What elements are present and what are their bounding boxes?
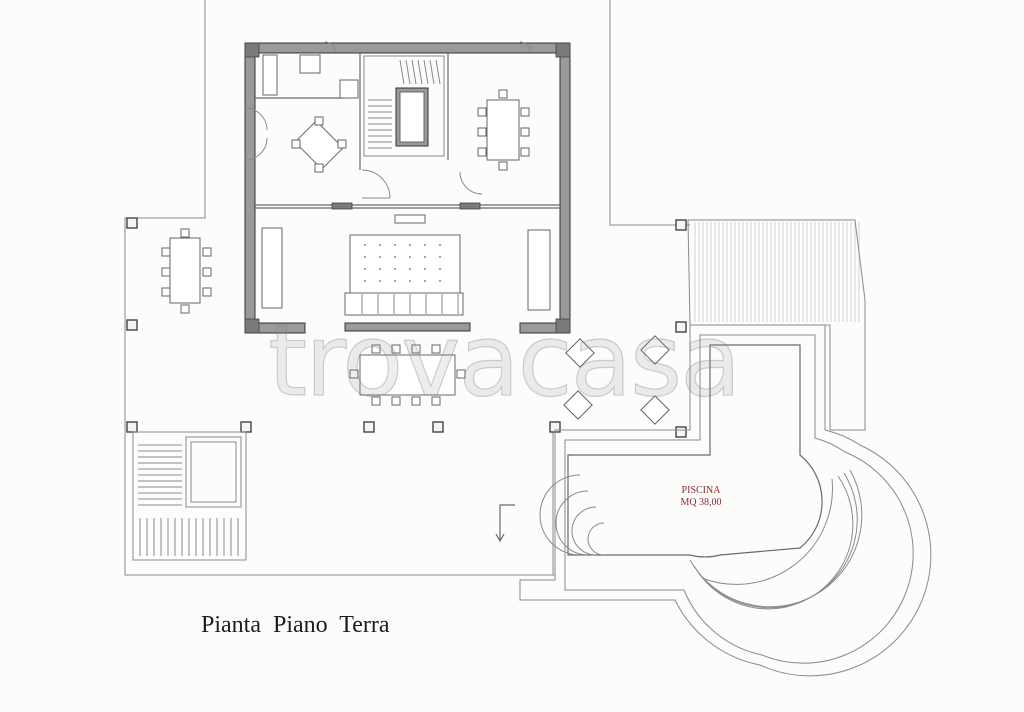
lounge-chairs: [563, 335, 670, 425]
dining-table-kitchen: [291, 116, 347, 173]
plan-title: Pianta Piano Terra: [201, 612, 390, 638]
deck-area: [687, 219, 866, 431]
pool-deck: [519, 324, 932, 677]
pool-label: PISCINA MQ 38,00: [671, 485, 731, 509]
dining-table-right: [477, 89, 530, 171]
terrace-columns: [126, 217, 687, 438]
living-room: [261, 214, 551, 316]
house-walls: [244, 42, 571, 334]
pool-area: MQ 38,00: [680, 497, 722, 508]
interior-stairs: [363, 55, 445, 157]
terrace-table-center: [349, 344, 466, 406]
doors: [244, 41, 531, 199]
pool: [539, 344, 823, 558]
exterior-stairs: [132, 431, 247, 561]
descent-arrow: [495, 504, 515, 543]
pool-name: PISCINA: [681, 485, 721, 496]
watermark: trovacasa: [267, 301, 742, 419]
terrace-outline: [124, 0, 690, 576]
terrace-table-left: [161, 228, 212, 314]
